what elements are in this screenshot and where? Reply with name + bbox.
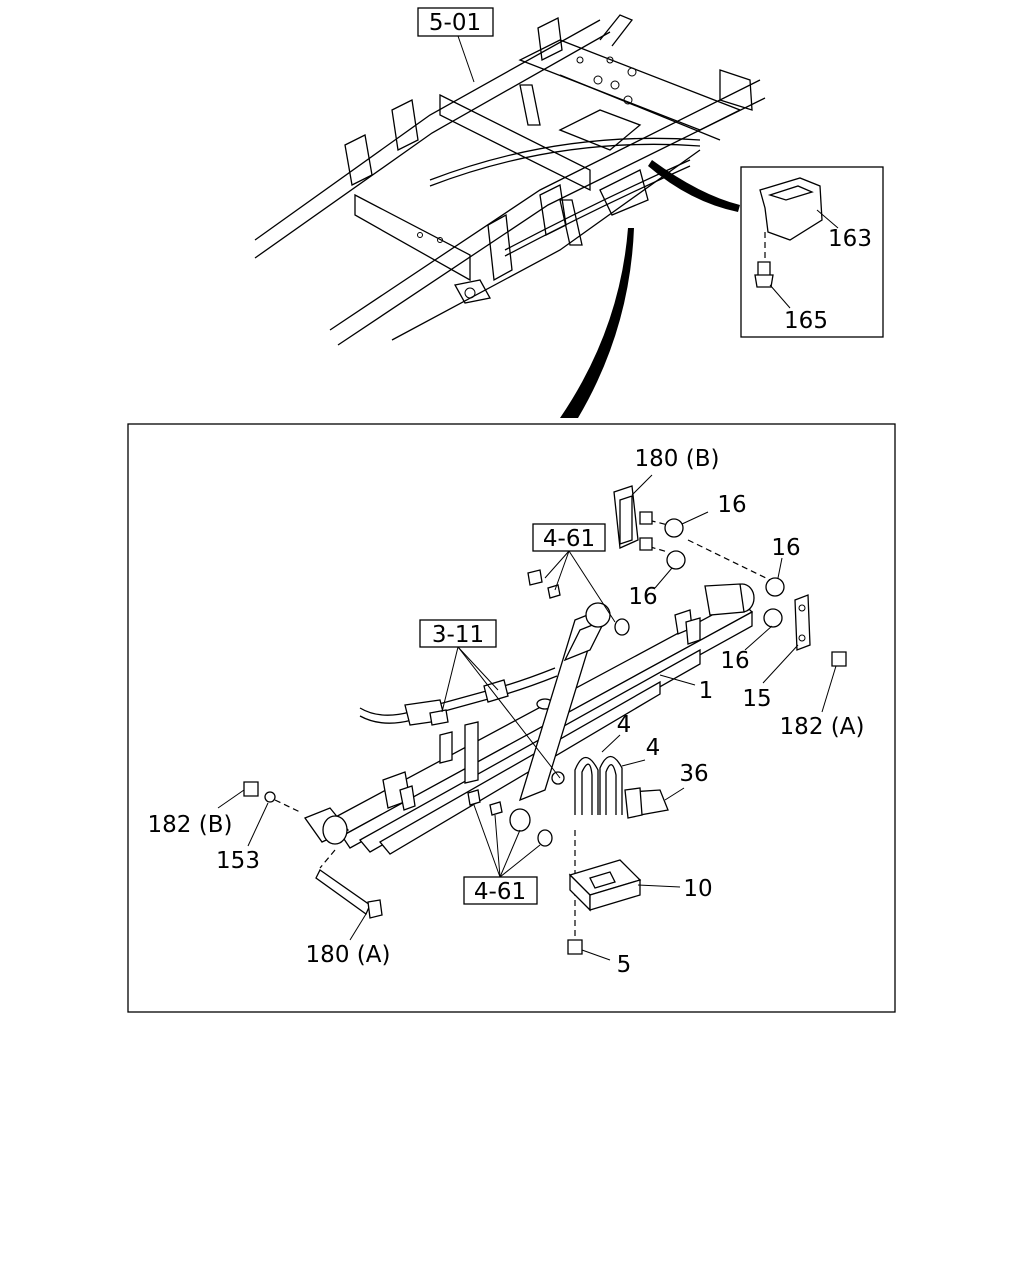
ref-4-61-upper[interactable]: 4-61 (532, 523, 616, 623)
callout-163: 163 (828, 226, 872, 252)
callout-10: 10 (683, 876, 712, 902)
callout-4-right: 4 (646, 735, 661, 761)
callout-labels: 180 (B) 16 16 16 16 1 15 182 (A) 4 4 36 … (148, 446, 865, 978)
ref-3-11-label: 3-11 (432, 622, 484, 648)
callout-180a: 180 (A) (306, 942, 391, 968)
callout-1: 1 (699, 678, 714, 704)
callout-182b: 182 (B) (148, 812, 233, 838)
chassis-frame-drawing (254, 14, 766, 346)
pointer-swoosh-detail (560, 228, 634, 418)
ref-4-61-lower-label: 4-61 (474, 879, 526, 905)
callout-16-upper: 16 (717, 492, 746, 518)
callout-36: 36 (679, 761, 708, 787)
callout-182a: 182 (A) (780, 714, 865, 740)
callout-4-left: 4 (617, 712, 632, 738)
callout-165: 165 (784, 308, 828, 334)
u-bolts-and-plate (567, 755, 669, 955)
callout-leaders (217, 474, 837, 961)
callout-16-lower: 16 (720, 648, 749, 674)
callout-16-right: 16 (771, 535, 800, 561)
callout-153: 153 (216, 848, 260, 874)
ref-3-11[interactable]: 3-11 (419, 619, 561, 779)
ref-5-01-label: 5-01 (429, 10, 481, 36)
ref-4-61-upper-label: 4-61 (543, 526, 595, 552)
leaf-spring-assembly (303, 583, 755, 855)
detail-frame (127, 423, 896, 1013)
ref-4-61-lower[interactable]: 4-61 (463, 804, 541, 905)
callout-16-left: 16 (628, 584, 657, 610)
callout-5: 5 (617, 952, 632, 978)
shackle-bolt (243, 781, 383, 919)
pointer-swoosh-inset (648, 160, 740, 212)
callout-180b: 180 (B) (635, 446, 720, 472)
callout-15: 15 (742, 686, 771, 712)
bushings-and-bracket (613, 485, 847, 667)
ref-5-01[interactable]: 5-01 (417, 7, 494, 83)
inset-bump-stopper: 163 165 (740, 166, 884, 338)
brake-line (359, 667, 558, 726)
